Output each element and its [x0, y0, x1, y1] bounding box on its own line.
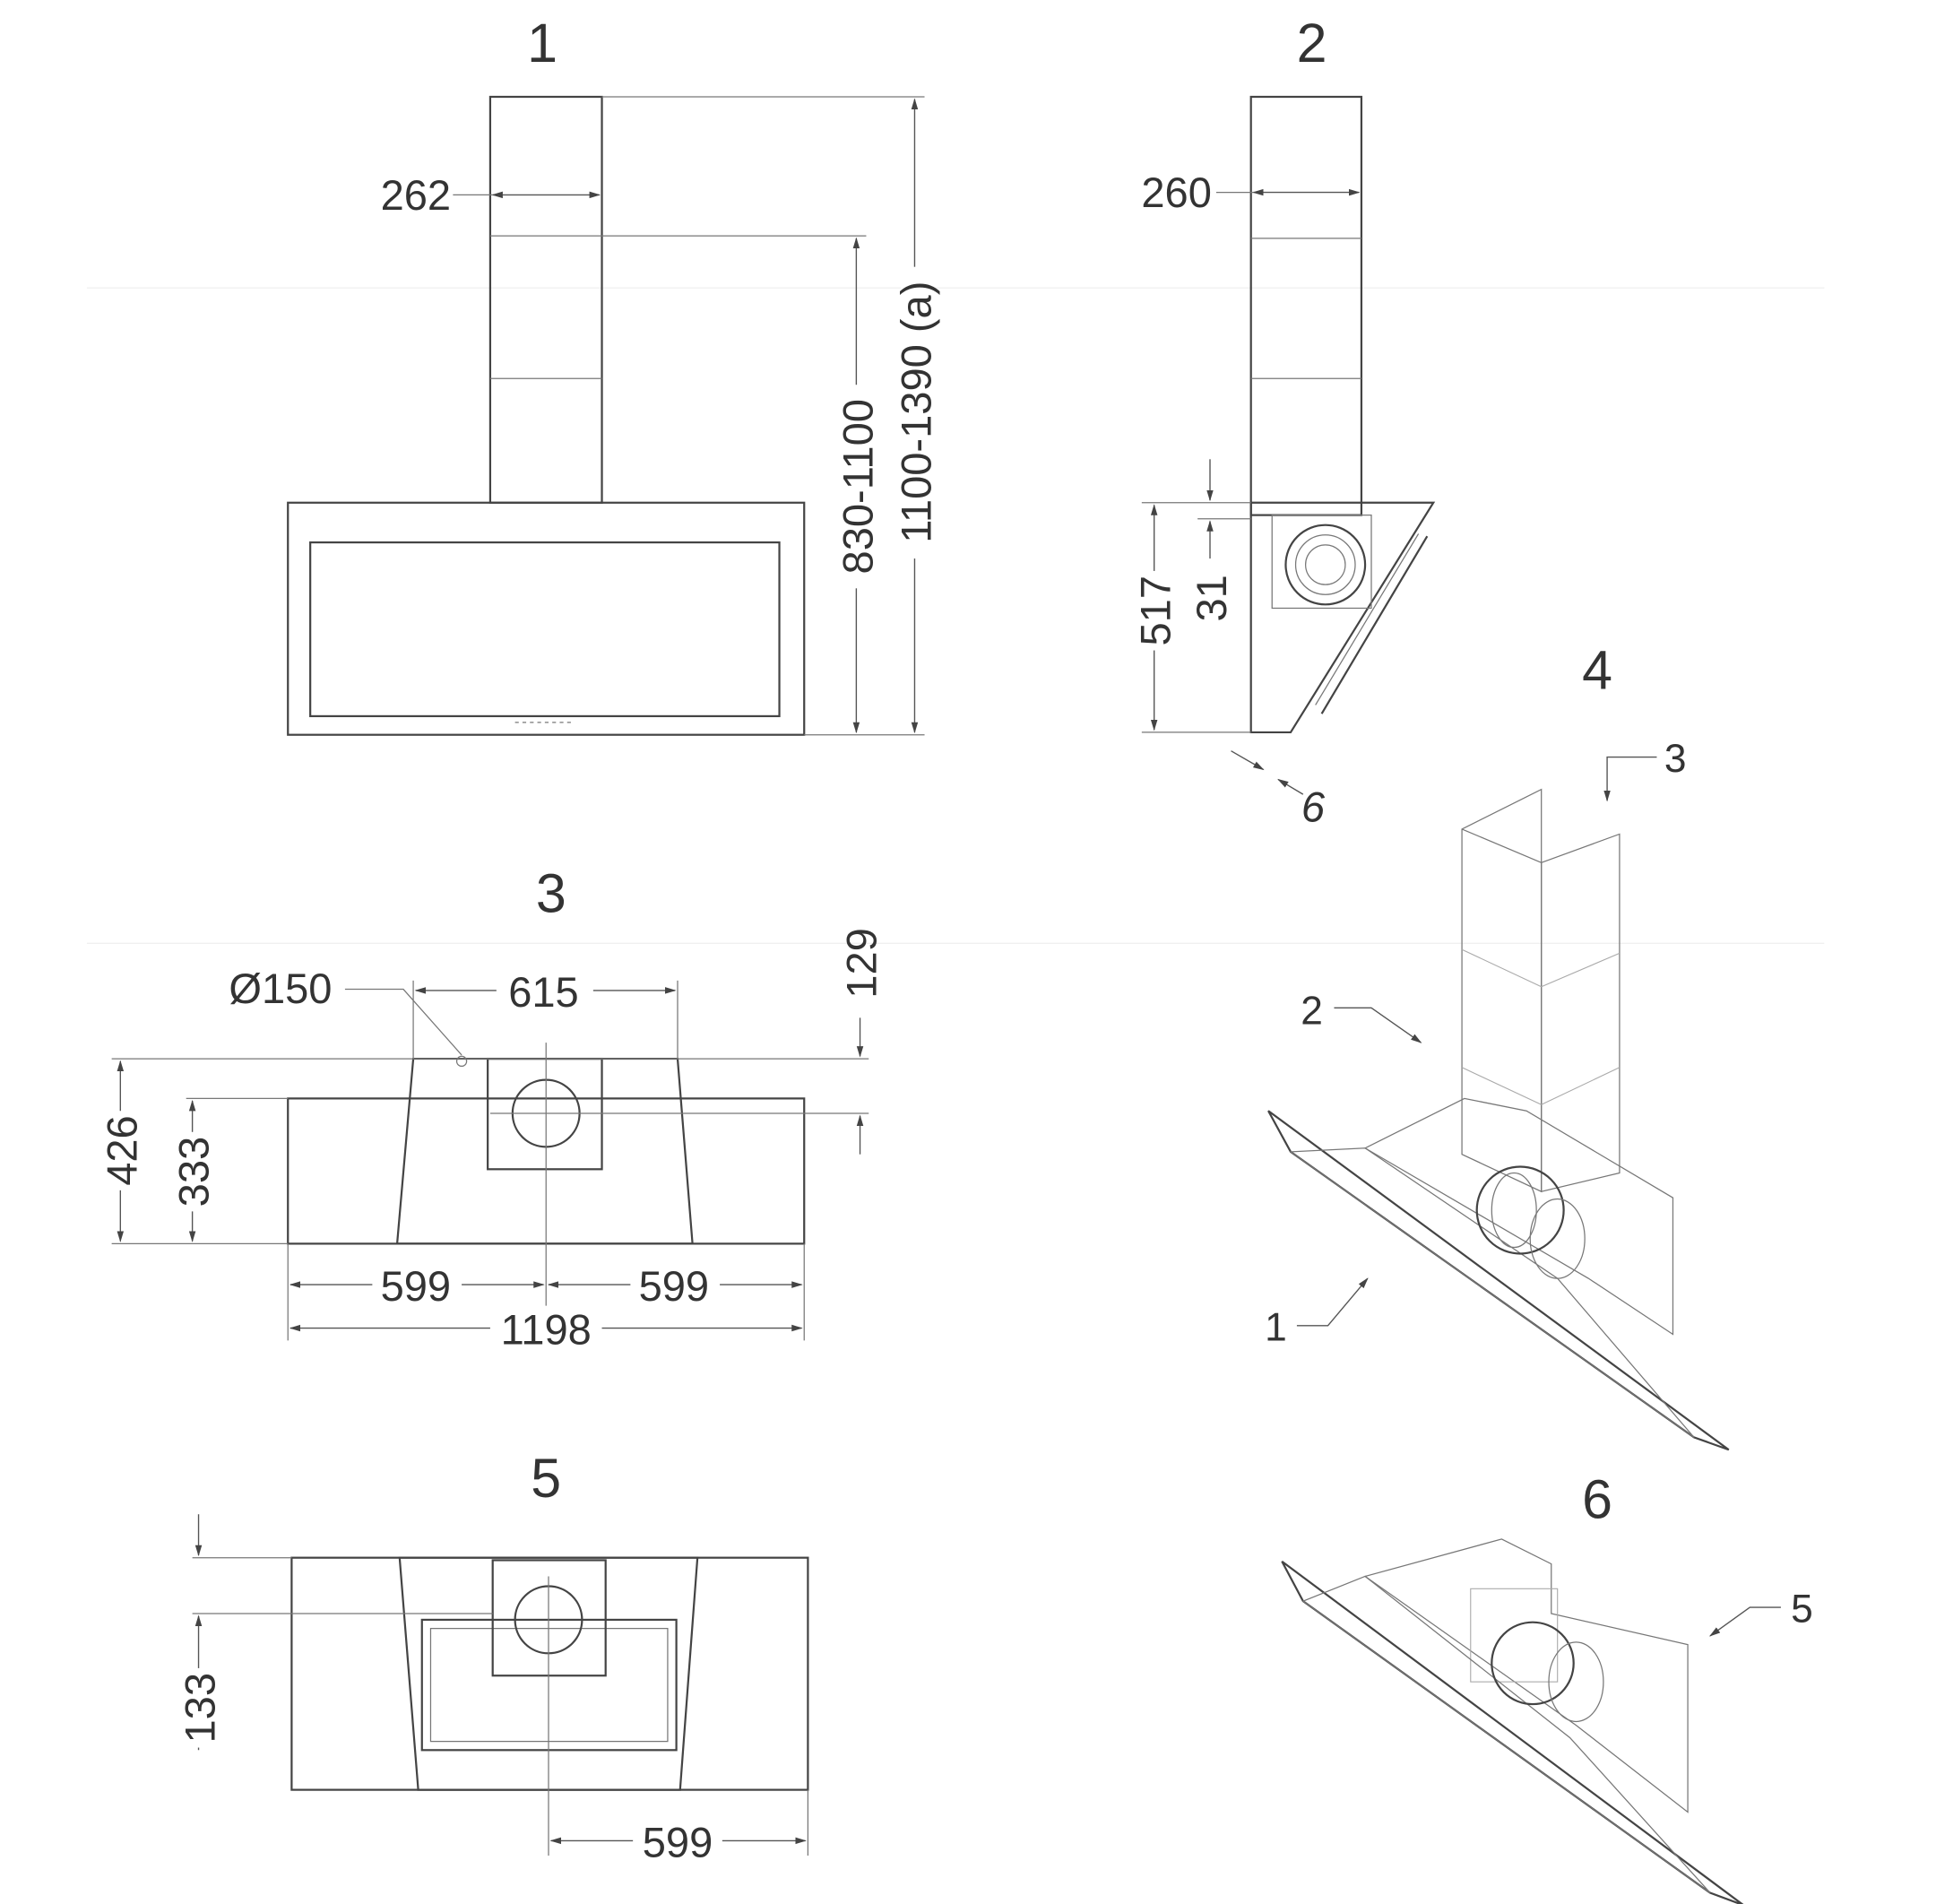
chimney	[488, 95, 603, 504]
dim-599-left-text: 599	[381, 1262, 452, 1310]
chimney-iso-left	[1461, 788, 1543, 1193]
view-5-label: 5	[531, 1448, 561, 1509]
view-2-side: 2 260 517 31 6	[1132, 13, 1436, 831]
view-3-label: 3	[536, 863, 566, 924]
dim-1100-1390-text: 1100-1390 (a)	[892, 281, 939, 543]
view-1-front: 1 262 830-1100 1100-1390 (a)	[287, 13, 939, 736]
callout-3: 3	[1664, 737, 1687, 781]
view-3-top: 3 615 Ø150 129 426 333 599 599	[98, 863, 885, 1354]
view-6-label: 6	[1582, 1468, 1612, 1529]
glass-panel	[309, 541, 781, 718]
view-2-label: 2	[1297, 13, 1327, 74]
view-6-isometric: 6 5	[1281, 1468, 1813, 1904]
dim-262-text: 262	[381, 171, 452, 219]
hood-body	[287, 501, 806, 736]
dim-1198-text: 1198	[501, 1306, 592, 1354]
dim-260-text: 260	[1141, 169, 1212, 216]
callout-5: 5	[1791, 1588, 1813, 1631]
dim-599-bottom-text: 599	[643, 1818, 713, 1865]
fan-iso-6-icon	[1491, 1621, 1575, 1706]
dim-diameter-text: Ø150	[229, 965, 332, 1012]
dim-830-1100-text: 830-1100	[834, 399, 881, 574]
background-guides	[86, 287, 1825, 944]
dim-129-text: 129	[838, 928, 886, 999]
bottom-bracket	[398, 1556, 699, 1791]
view-4-label: 4	[1582, 639, 1612, 700]
callout-1: 1	[1265, 1305, 1287, 1349]
dim-426-text: 426	[98, 1115, 145, 1186]
dim-31-text: 31	[1188, 575, 1235, 621]
dim-599-right-text: 599	[639, 1262, 710, 1310]
fan-icon	[1284, 524, 1367, 606]
glass-edge	[1320, 535, 1429, 714]
callout-2: 2	[1301, 989, 1323, 1033]
view-5-bottom: 5 133 599	[177, 1448, 809, 1865]
mount-bracket	[395, 1057, 694, 1245]
dim-6-text: 6	[1301, 783, 1326, 831]
fan-iso-icon	[1475, 1165, 1565, 1255]
view-4-isometric: 4 3 2 1	[1265, 639, 1730, 1451]
hood-side-profile	[1249, 501, 1436, 734]
duct-plate	[487, 1057, 603, 1171]
glass-panel-iso	[1267, 1110, 1730, 1451]
dim-333-text: 333	[170, 1137, 218, 1207]
dim-615-text: 615	[508, 968, 579, 1016]
hood-bottom-outline	[290, 1556, 809, 1791]
dim-517-text: 517	[1132, 576, 1180, 646]
dim-133-text: 133	[177, 1673, 224, 1744]
view-1-label: 1	[527, 13, 557, 74]
chimney-side	[1249, 95, 1363, 516]
duct-plate-bottom	[491, 1559, 607, 1677]
